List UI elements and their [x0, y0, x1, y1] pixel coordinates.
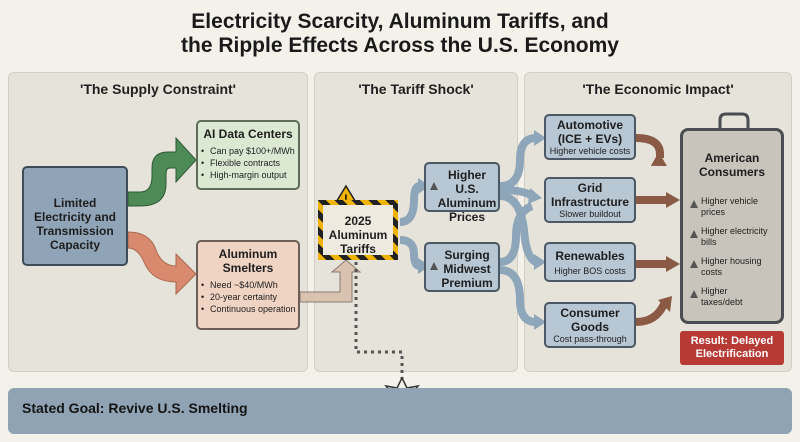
panel-title-supply: 'The Supply Constraint' — [80, 81, 236, 97]
arrow-tariff-to-premium — [399, 236, 421, 270]
arrow-to-smelters — [127, 231, 197, 296]
consumer-impact-item: Higher housing costs — [690, 256, 770, 278]
title-line-1: Electricity Scarcity, Aluminum Tariffs, … — [191, 10, 609, 33]
node-limited-capacity: Limited Electricity and Transmission Cap… — [22, 166, 128, 266]
node-2025-tariffs: 2025 Aluminum Tariffs — [318, 200, 398, 260]
title-line-2: the Ripple Effects Across the U.S. Econo… — [181, 34, 619, 57]
stated-goal: Stated Goal: Revive U.S. Smelting — [22, 400, 248, 416]
dotted-path-tariff-to-goal — [354, 262, 404, 380]
node-renewables: Renewables Higher BOS costs — [544, 242, 636, 282]
node-higher-aluminum-prices: Higher U.S. Aluminum Prices — [424, 162, 500, 224]
up-arrow-icon — [690, 200, 698, 208]
panel-title-impact: 'The Economic Impact' — [582, 81, 734, 97]
arrow-goods-to-consumers — [635, 302, 668, 326]
panel-title-tariff: 'The Tariff Shock' — [358, 81, 474, 97]
diagram-title: Electricity Scarcity, Aluminum Tariffs, … — [0, 10, 800, 58]
node-midwest-premium: Surging Midwest Premium — [424, 242, 500, 292]
node-aluminum-smelters: Aluminum Smelters Need ~$40/MWh 20-year … — [196, 240, 300, 330]
node-consumer-goods: Consumer Goods Cost pass-through — [544, 302, 636, 348]
ai-title: AI Data Centers — [203, 127, 293, 141]
prices-label: Higher U.S. Aluminum Prices — [437, 168, 497, 224]
smelters-bullets: Need ~$40/MWh 20-year certainty Continuo… — [198, 279, 298, 315]
premium-label: Surging Midwest Premium — [441, 248, 493, 290]
smelters-title: Aluminum Smelters — [218, 247, 278, 275]
grid-sub: Slower buildout — [559, 209, 621, 219]
smelters-bullet: 20-year certainty — [198, 291, 298, 303]
arrow-smelters-to-tariffs — [299, 259, 362, 303]
result-badge: Result: Delayed Electrification — [680, 331, 784, 365]
smelters-bullet: Need ~$40/MWh — [198, 279, 298, 291]
up-arrow-icon — [690, 230, 698, 238]
arrow-tariff-to-prices — [399, 182, 421, 226]
automotive-sub: Higher vehicle costs — [549, 146, 631, 156]
consumers-box-handle — [718, 112, 750, 130]
consumer-goods-sub: Cost pass-through — [553, 334, 627, 344]
consumer-goods-title: Consumer Goods — [560, 306, 620, 334]
up-arrow-icon — [430, 262, 438, 270]
arrow-prices-to-sectors — [499, 134, 537, 190]
arrow-to-ai — [127, 136, 197, 207]
consumers-title: American Consumers — [698, 151, 766, 179]
up-arrow-icon — [690, 260, 698, 268]
ai-bullets: Can pay $100+/MWh Flexible contracts Hig… — [198, 145, 298, 181]
automotive-title: Automotive (ICE + EVs) — [557, 118, 623, 146]
ai-bullet: Flexible contracts — [198, 157, 298, 169]
svg-text:!: ! — [344, 193, 348, 205]
consumer-impact-item: Higher electricity bills — [690, 226, 770, 248]
consumer-impact-item: Higher taxes/debt — [690, 286, 770, 308]
arrow-auto-to-consumers — [635, 134, 664, 158]
node-american-consumers: American Consumers — [680, 128, 784, 324]
renewables-sub: Higher BOS costs — [554, 266, 626, 276]
up-arrow-icon — [690, 290, 698, 298]
node-automotive: Automotive (ICE + EVs) Higher vehicle co… — [544, 114, 636, 160]
goal-bar — [8, 388, 792, 434]
up-arrow-icon — [430, 182, 438, 190]
arrow-premium-to-sectors — [499, 266, 537, 326]
ai-bullet: Can pay $100+/MWh — [198, 145, 298, 157]
renewables-title: Renewables — [555, 249, 625, 263]
node-ai-data-centers: AI Data Centers Can pay $100+/MWh Flexib… — [196, 120, 300, 190]
smelters-bullet: Continuous operation — [198, 303, 298, 315]
ai-bullet: High-margin output — [198, 169, 298, 181]
grid-title: Grid Infrastructure — [550, 181, 630, 209]
tariffs-label: 2025 Aluminum Tariffs — [328, 214, 388, 256]
node-grid-infrastructure: Grid Infrastructure Slower buildout — [544, 177, 636, 223]
consumer-impact-item: Higher vehicle prices — [690, 196, 770, 218]
limited-capacity-label: Limited Electricity and Transmission Cap… — [33, 196, 117, 252]
